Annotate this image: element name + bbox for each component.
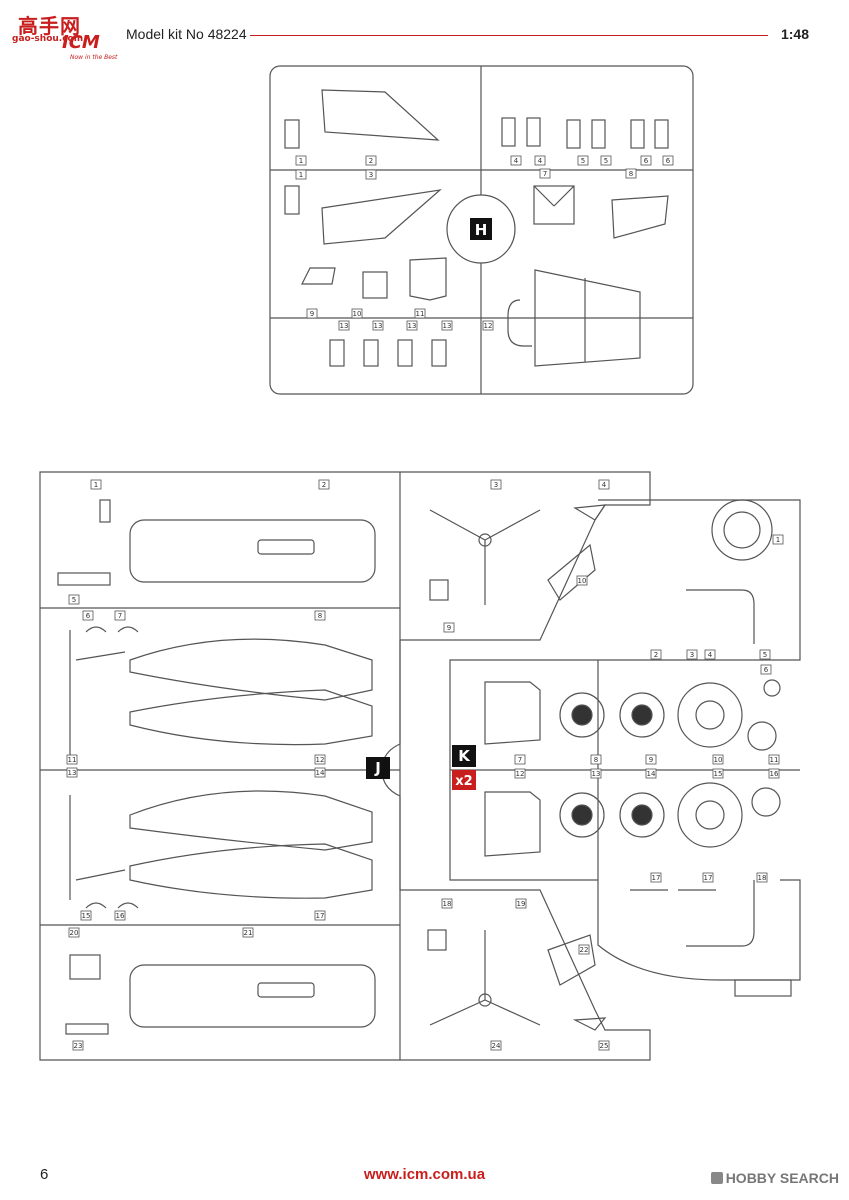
sprue-h-tag-box	[295, 155, 307, 166]
hobby-search-icon	[710, 1172, 723, 1184]
sprue-h-part-label: 11	[416, 310, 425, 318]
sprue-h-tag-box	[441, 320, 453, 331]
watermark-chars: 高手网	[18, 14, 81, 38]
sprue-h-tag-box	[625, 168, 637, 179]
sprue-h-part-label: 13	[340, 322, 349, 330]
header-rule	[250, 35, 768, 36]
sprue-h-tag-box	[640, 155, 652, 166]
sprue-h-tag-box	[338, 320, 350, 331]
sprue-h-part-label: 13	[443, 322, 452, 330]
sprue-h-part-12	[534, 269, 641, 367]
brand-logo: 高手网 gao-shou.com ICM Now in the Best	[8, 6, 118, 61]
sprue-h-part-label: 7	[543, 170, 547, 178]
logo-brand: ICM	[62, 32, 100, 53]
kit-title: Model kit No 48224	[126, 26, 247, 42]
sprue-h-part-7	[533, 185, 575, 225]
sprue-h-part-label: 8	[629, 170, 633, 178]
source-watermark: HOBBY SEARCH	[710, 1170, 839, 1186]
sprue-h-part-label: 1	[299, 171, 303, 179]
sprue-h-tag-box	[406, 320, 418, 331]
sprue-h-tag-box	[351, 308, 363, 319]
page-header: 高手网 gao-shou.com ICM Now in the Best Mod…	[0, 0, 849, 61]
sprue-h-part-label: 5	[581, 157, 585, 165]
sprue-h-part-label: 6	[666, 157, 671, 165]
sprue-h-letter: H	[475, 221, 488, 239]
page-number: 6	[40, 1166, 49, 1183]
sprue-h-tag-box	[577, 155, 589, 166]
sprue-h-part-label: 3	[369, 171, 373, 179]
sprue-h-tag-box	[414, 308, 426, 319]
sprue-h-tag-box	[539, 168, 551, 179]
sprue-h-part-label: 10	[353, 310, 362, 318]
sprue-h-part-label: 6	[644, 157, 649, 165]
sprue-h-part-8	[611, 195, 669, 239]
sprue-h-part-label: 4	[538, 157, 543, 165]
sprue-h-tag-box	[534, 155, 546, 166]
sprue-h-tag-box	[306, 308, 318, 319]
sprue-h-part-label: 12	[484, 322, 493, 330]
sprue-h-part-label: 5	[604, 157, 608, 165]
sprue-h-tag-box	[365, 155, 377, 166]
sprue-h-tag-box	[482, 320, 494, 331]
logo-tagline: Now in the Best	[70, 54, 118, 61]
sprue-h-part-2	[321, 89, 440, 141]
sprue-h-tag-box	[510, 155, 522, 166]
sprue-h-tag-box	[600, 155, 612, 166]
footer-url: www.icm.com.ua	[363, 1166, 486, 1183]
sprue-h-part-label: 4	[514, 157, 519, 165]
sprue-h-part-label: 2	[369, 157, 373, 165]
sprue-h-part-3	[321, 189, 442, 245]
sprue-h-tag-box	[365, 169, 377, 180]
sprue-h-part-label: 9	[310, 310, 314, 318]
source-watermark-text: HOBBY SEARCH	[725, 1170, 839, 1186]
sprue-h-tag-box	[662, 155, 674, 166]
sprue-h-part-label: 13	[374, 322, 383, 330]
sprue-h-part-label: 1	[299, 157, 303, 165]
sprue-h-tag-box	[372, 320, 384, 331]
sprue-h-part-label: 13	[408, 322, 417, 330]
sprue-h-tag-box	[295, 169, 307, 180]
watermark-url: gao-shou.com	[12, 34, 84, 44]
kit-scale: 1:48	[780, 26, 809, 42]
